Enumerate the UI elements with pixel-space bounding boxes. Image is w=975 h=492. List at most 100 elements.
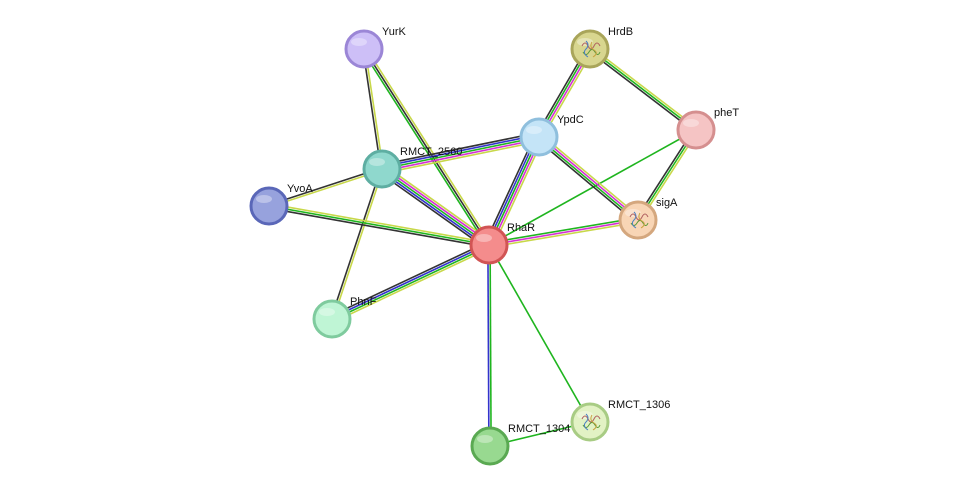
edge-evidence-line	[382, 166, 491, 244]
node-rmct-1304[interactable]: RMCT_1304	[470, 423, 570, 466]
edge-rhar-phnf[interactable]	[330, 241, 491, 323]
edge-evidence-line	[588, 50, 696, 133]
edge-evidence-line	[380, 170, 489, 248]
edge-evidence-line	[382, 140, 541, 175]
edge-evidence-line	[364, 48, 384, 169]
edge-evidence-line	[268, 207, 489, 248]
edge-evidence-line	[486, 135, 538, 245]
node-highlight	[256, 195, 272, 203]
node-yurk[interactable]: YurK	[344, 26, 407, 69]
edge-ypdc-rhar[interactable]	[484, 134, 544, 248]
node-ypdc[interactable]: YpdC	[519, 114, 584, 157]
edge-evidence-line	[330, 241, 488, 317]
node-label: RMCT_2560	[400, 146, 462, 158]
node-circle	[519, 117, 559, 157]
node-label: YvoA	[287, 183, 313, 195]
structure-strand	[581, 42, 601, 50]
node-circle	[676, 110, 716, 150]
node-highlight	[683, 119, 699, 127]
structure-strand	[630, 220, 649, 226]
edge-evidence-line	[361, 49, 488, 247]
edge-evidence-line	[489, 221, 639, 248]
structure-strand	[583, 40, 589, 58]
edge-evidence-line	[590, 46, 698, 129]
edge-hrdb-phet[interactable]	[588, 46, 698, 133]
node-highlight	[577, 411, 593, 419]
edge-evidence-line	[539, 135, 640, 220]
structure-strand	[582, 422, 601, 428]
edge-evidence-line	[537, 137, 638, 222]
node-label: PhnF	[350, 296, 377, 308]
edge-evidence-line	[384, 164, 493, 243]
node-highlight	[526, 126, 542, 134]
node-label: RMCT_1306	[608, 399, 670, 411]
node-highlight	[476, 234, 492, 242]
edge-evidence-line	[589, 48, 697, 131]
edge-rmct-2560-rhar[interactable]	[378, 164, 493, 250]
node-circle	[249, 186, 289, 226]
edge-yurk-rhar[interactable]	[361, 47, 492, 247]
node-highlight	[351, 38, 367, 46]
node-highlight	[319, 308, 335, 316]
node-circle	[470, 426, 510, 466]
node-label: YpdC	[557, 114, 584, 126]
edge-evidence-line	[268, 167, 382, 206]
edge-evidence-line	[540, 133, 641, 219]
edge-yvoa-rhar[interactable]	[268, 203, 490, 248]
edge-evidence-line	[330, 168, 382, 319]
node-circle	[362, 149, 402, 189]
edge-evidence-line	[269, 203, 490, 244]
edge-ypdc-rmct-2560[interactable]	[380, 131, 541, 175]
node-siga[interactable]: sigA	[618, 197, 678, 240]
node-phnf[interactable]: PhnF	[312, 296, 377, 339]
node-circle	[312, 299, 352, 339]
node-label: sigA	[656, 197, 678, 209]
edge-siga-rhar[interactable]	[488, 217, 639, 248]
edge-rhar-rmct-1306[interactable]	[488, 244, 591, 423]
edge-evidence-line	[268, 205, 490, 246]
node-label: pheT	[714, 107, 739, 119]
edge-evidence-line	[381, 136, 540, 170]
structure-strand	[590, 41, 597, 58]
edge-evidence-line	[492, 138, 544, 248]
edge-evidence-line	[380, 131, 539, 166]
node-rmct-1306[interactable]: RMCT_1306	[570, 399, 670, 442]
structure-strand	[582, 49, 601, 55]
edge-phet-rhar[interactable]	[488, 129, 697, 246]
node-phet[interactable]: pheT	[676, 107, 739, 150]
node-label: YurK	[382, 26, 407, 38]
edge-evidence-line	[489, 244, 492, 446]
edge-yurk-rmct-2560[interactable]	[362, 48, 384, 170]
edge-rhar-rmct-1304[interactable]	[487, 244, 492, 447]
edge-ypdc-siga[interactable]	[536, 133, 641, 224]
edge-evidence-line	[269, 169, 383, 208]
structure-strand	[629, 213, 649, 221]
edge-evidence-line	[488, 217, 638, 244]
edge-evidence-line	[333, 247, 491, 323]
structure-strand	[590, 414, 597, 431]
node-yvoa[interactable]: YvoA	[249, 183, 313, 226]
structure-strand	[581, 415, 601, 423]
protein-structure-icon	[581, 40, 601, 58]
edge-evidence-line	[488, 129, 697, 246]
node-circle	[469, 225, 509, 265]
node-label: RhaR	[507, 222, 535, 234]
protein-structure-icon	[629, 211, 649, 229]
edge-rmct-2560-phnf[interactable]	[330, 168, 384, 320]
edge-evidence-line	[381, 134, 539, 168]
edge-evidence-line	[488, 244, 591, 423]
edge-rmct-2560-yvoa[interactable]	[268, 167, 383, 208]
node-rmct-2560[interactable]: RMCT_2560	[362, 146, 462, 189]
node-rhar[interactable]: RhaR	[469, 222, 535, 265]
node-highlight	[477, 435, 493, 443]
edge-evidence-line	[488, 219, 639, 246]
node-label: HrdB	[608, 26, 633, 38]
structure-strand	[631, 211, 637, 229]
edge-evidence-line	[484, 134, 536, 244]
edge-evidence-line	[365, 47, 492, 245]
node-hrdb[interactable]: HrdB	[570, 26, 633, 69]
structure-strand	[583, 413, 589, 431]
edge-evidence-line	[381, 168, 490, 246]
